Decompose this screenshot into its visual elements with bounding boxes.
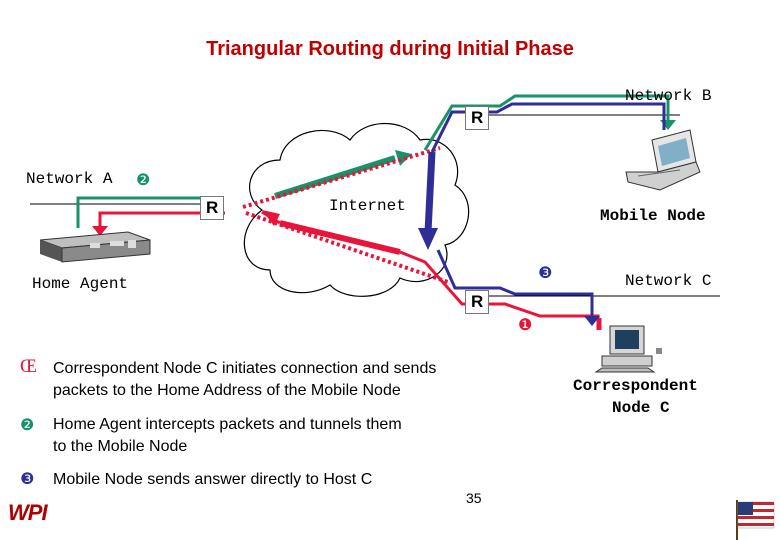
laptop-icon <box>625 129 701 191</box>
desktop-computer-icon <box>594 325 662 373</box>
internet-label: Internet <box>329 197 406 215</box>
step3-text-line1: Mobile Node sends answer directly to Hos… <box>53 471 373 488</box>
router-c: R <box>465 290 490 314</box>
dotted-tunnel-red <box>242 146 449 284</box>
blue-path <box>418 102 666 326</box>
step1-text-line1: Correspondent Node C initiates connectio… <box>53 360 437 377</box>
step2-marker-diagram: ❷ <box>136 170 151 189</box>
page-number: 35 <box>466 490 482 506</box>
step3-marker: ❸ <box>20 469 35 488</box>
network-b-label: Network B <box>625 87 712 105</box>
router-a: R <box>200 196 225 220</box>
step2-text-line1: Home Agent intercepts packets and tunnel… <box>53 416 402 433</box>
step2-marker: ❷ <box>20 415 35 434</box>
home-agent-label: Home Agent <box>32 275 129 293</box>
network-a-label: Network A <box>26 170 113 188</box>
router-b: R <box>465 106 490 130</box>
step1-text-line2: packets to the Home Address of the Mobil… <box>53 382 401 399</box>
mobile-node-label: Mobile Node <box>600 207 706 225</box>
wpi-logo: WPI <box>8 500 48 525</box>
network-c-label: Network C <box>625 272 712 290</box>
server-icon <box>39 231 151 263</box>
step2-text-line2: to the Mobile Node <box>53 438 188 455</box>
us-flag-icon <box>736 500 775 540</box>
correspondent-node-label-line1: Correspondent <box>573 377 698 395</box>
step3-marker-diagram: ❸ <box>538 263 553 282</box>
step1-marker: Œ <box>20 356 37 377</box>
page-title: Triangular Routing during Initial Phase <box>206 38 574 60</box>
correspondent-node-label-line2: Node C <box>612 399 670 417</box>
step1-marker-diagram: ❶ <box>518 315 533 334</box>
